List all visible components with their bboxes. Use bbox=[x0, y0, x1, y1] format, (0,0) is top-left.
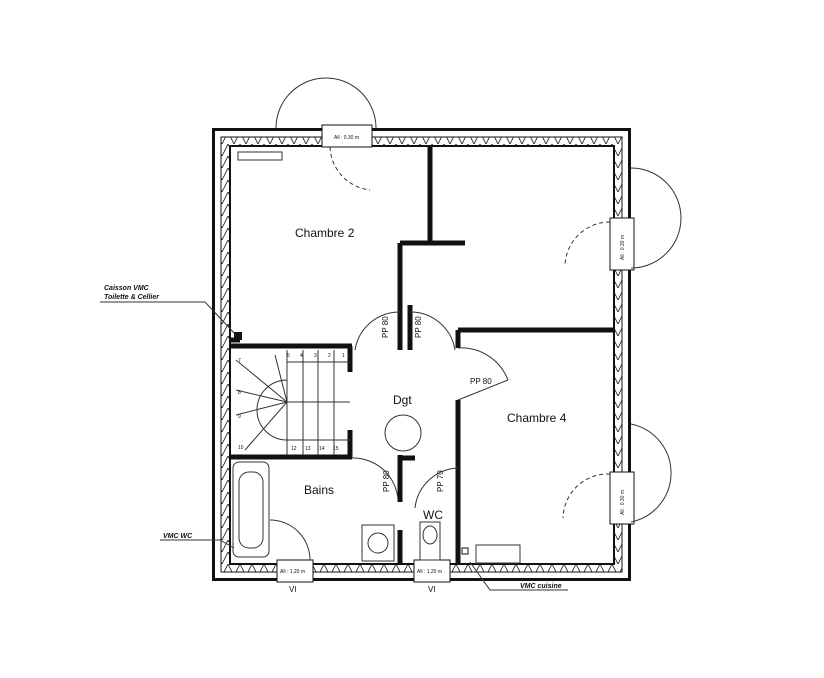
window-label: All : 1.20 m bbox=[417, 569, 442, 575]
radiator bbox=[237, 151, 283, 161]
stair-step-numbers: 5 4 3 2 1 7 8 9 10 12 13 14 15 bbox=[238, 353, 345, 452]
room-label-chambre-2: Chambre 2 bbox=[295, 226, 355, 240]
door-label: PP 80 bbox=[470, 377, 492, 386]
window-label: All : 0.30 m bbox=[620, 235, 626, 260]
window-label: All : 0.30 m bbox=[334, 135, 359, 141]
door-label: PP 80 bbox=[382, 470, 391, 492]
toilet bbox=[419, 521, 441, 561]
fixtures bbox=[232, 151, 521, 564]
step-number: 2 bbox=[328, 353, 331, 359]
room-label-bains: Bains bbox=[304, 483, 334, 497]
step-number: 8 bbox=[238, 390, 241, 396]
step-number: 4 bbox=[300, 353, 303, 359]
annotation-caisson-vmc: Caisson VMC bbox=[104, 285, 150, 292]
annotation-vmc-wc: VMC WC bbox=[163, 533, 193, 540]
annotation-vmc-cuisine: VMC cuisine bbox=[520, 583, 562, 590]
window-type-label: VI bbox=[428, 585, 436, 594]
interior-walls bbox=[230, 146, 614, 564]
step-number: 1 bbox=[342, 353, 345, 359]
step-number: 14 bbox=[319, 446, 325, 452]
window-type-label: VI bbox=[289, 585, 297, 594]
room-label-wc: WC bbox=[423, 508, 443, 522]
step-number: 10 bbox=[238, 445, 244, 451]
step-number: 5 bbox=[287, 353, 290, 359]
room-label-chambre-4: Chambre 4 bbox=[507, 411, 567, 425]
annotation-caisson-vmc: Toilette & Cellier bbox=[104, 294, 160, 301]
step-number: 7 bbox=[238, 358, 241, 364]
window-label: All : 0.30 m bbox=[620, 490, 626, 515]
door-swings bbox=[269, 311, 509, 561]
door-label: PP 80 bbox=[414, 316, 423, 338]
step-number: 12 bbox=[291, 446, 297, 452]
windows bbox=[275, 77, 682, 583]
step-number: 15 bbox=[333, 446, 339, 452]
exterior-wall bbox=[212, 128, 631, 581]
kitchen-counter bbox=[475, 544, 521, 564]
bathtub bbox=[232, 461, 270, 558]
step-number: 9 bbox=[238, 414, 241, 420]
room-label-dgt: Dgt bbox=[393, 393, 412, 407]
step-number: 3 bbox=[314, 353, 317, 359]
step-number: 13 bbox=[305, 446, 311, 452]
leader-lines bbox=[100, 301, 568, 591]
sink bbox=[361, 524, 395, 562]
window-label: All : 1.20 m bbox=[280, 569, 305, 575]
door-label: PP 70 bbox=[436, 470, 445, 492]
door-label: PP 80 bbox=[381, 316, 390, 338]
staircase bbox=[235, 350, 350, 455]
